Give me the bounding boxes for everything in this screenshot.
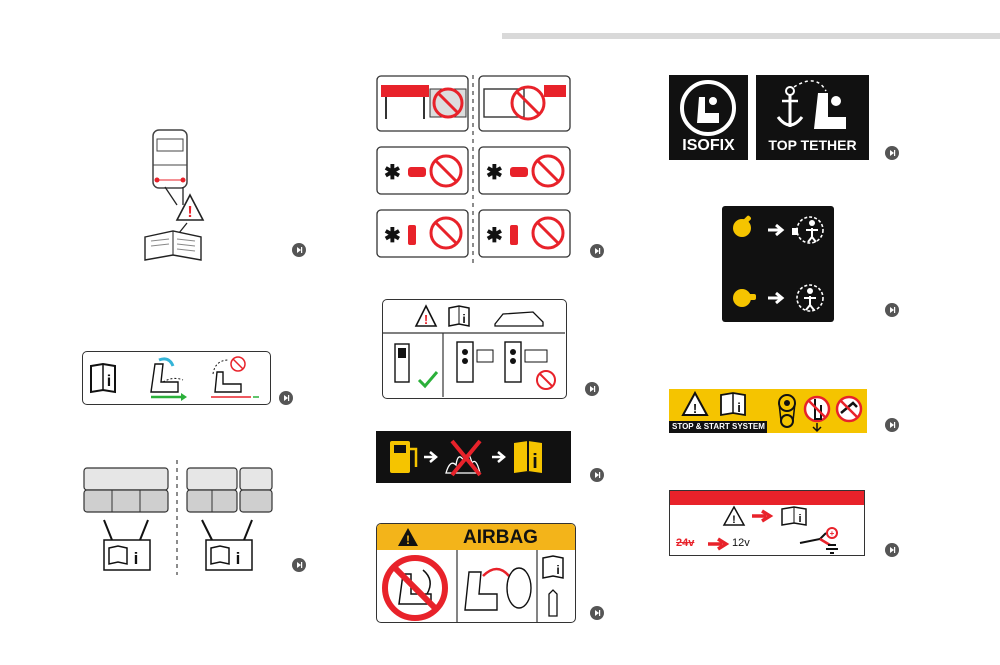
fuel-pump-icon [390, 441, 418, 473]
top-tether-label: TOP TETHER [756, 75, 869, 160]
info-book-icon: i [542, 555, 564, 617]
lock-switch-locked-icon [733, 215, 751, 237]
svg-text:i: i [107, 373, 111, 390]
child-unlocked-icon [796, 284, 824, 312]
arrow-right-icon[interactable] [885, 303, 899, 317]
warning-triangle-icon: ! [398, 528, 418, 547]
arrow-icon [752, 509, 774, 523]
engine-belt-icon [778, 394, 796, 428]
child-seat-icon [680, 80, 736, 136]
arrow-icon [768, 223, 785, 237]
seat-recline-icon [150, 357, 187, 401]
svg-text:!: ! [732, 514, 736, 526]
rear-bench-seats-diagram: i i [83, 460, 273, 575]
info-book-icon: i [720, 392, 746, 417]
arrow-icon [424, 451, 438, 463]
airbag-title: AIRBAG [463, 527, 538, 548]
lock-switch-unlocked-icon [733, 289, 756, 307]
stop-start-label: ! i STOP & START SYSTEM [669, 389, 867, 433]
svg-text:i: i [556, 563, 559, 577]
svg-text:+: + [830, 529, 835, 538]
svg-text:!: ! [406, 533, 410, 547]
info-book-icon: i [448, 305, 470, 327]
arrow-right-icon[interactable] [885, 543, 899, 557]
arrow-icon [768, 291, 785, 305]
car-icon [494, 311, 544, 327]
arrow-right-icon[interactable] [590, 468, 604, 482]
arrow-icon [708, 537, 730, 551]
arrow-right-icon[interactable] [885, 418, 899, 432]
prohibited-icon [536, 370, 556, 390]
svg-text:i: i [462, 312, 465, 326]
stop-start-banner: STOP & START SYSTEM [669, 421, 767, 433]
info-book-icon: i [103, 539, 151, 571]
svg-text:✱: ✱ [384, 162, 401, 184]
voltage-12-text: 12v [732, 537, 750, 549]
arrow-right-icon[interactable] [885, 146, 899, 160]
arrow-right-icon[interactable] [585, 382, 599, 396]
info-book-icon: i [514, 441, 542, 473]
svg-text:✱: ✱ [486, 225, 503, 247]
svg-text:i: i [236, 549, 241, 568]
svg-text:✱: ✱ [384, 225, 401, 247]
voltage-24-text: 24v [676, 537, 695, 549]
arrow-right-icon[interactable] [590, 606, 604, 620]
no-rear-facing-seat-icon [382, 555, 448, 621]
info-book-icon: i [90, 362, 116, 394]
warning-triangle-icon: ! [722, 505, 746, 526]
arrow-right-icon[interactable] [279, 391, 293, 405]
warning-triangle-icon: ! [414, 304, 438, 327]
top-divider-bar [502, 33, 1000, 39]
svg-text:i: i [134, 549, 139, 568]
fuel-warning-label: i [376, 431, 571, 483]
top-tether-text: TOP TETHER [768, 137, 857, 153]
arrow-right-icon[interactable] [590, 244, 604, 258]
anchor-icon [776, 86, 804, 127]
arrow-right-icon[interactable] [292, 243, 306, 257]
info-book-icon: i [205, 539, 253, 571]
svg-text:i: i [798, 513, 801, 525]
child-seat-placement-grid: ✱ ✱ ✱ ✱ [376, 75, 571, 263]
svg-text:!: ! [187, 204, 192, 221]
info-book-icon: i [781, 506, 807, 526]
warning-triangle-icon: ! [681, 390, 709, 416]
stop-start-text: STOP & START SYSTEM [672, 422, 765, 431]
arrow-icon [492, 451, 506, 463]
child-locked-icon [792, 216, 824, 244]
arrow-right-icon[interactable] [292, 558, 306, 572]
airbag-header: ! AIRBAG [377, 524, 575, 550]
child-lock-panel [722, 206, 834, 322]
battery-voltage-label: ! i + 24v 12v [669, 490, 865, 556]
no-flame-icon [445, 439, 482, 477]
svg-text:i: i [532, 451, 538, 473]
airbag-warning-label: ! AIRBAG i [376, 523, 576, 623]
isofix-text: ISOFIX [682, 137, 735, 154]
seat-adjust-label: i [82, 351, 271, 405]
no-hand-icon [803, 395, 831, 433]
airbag-deploy-icon [464, 567, 532, 611]
jumper-cable-icon: + [799, 527, 838, 554]
airbag-switch-panel: ! i [382, 299, 567, 399]
svg-text:✱: ✱ [486, 162, 503, 184]
svg-text:i: i [737, 400, 741, 415]
seat-no-recline-icon [211, 356, 259, 398]
vehicle-warning-diagram: ! [144, 129, 205, 261]
svg-text:!: ! [693, 401, 697, 416]
checkmark-icon [417, 371, 439, 389]
child-seat-icon [814, 93, 846, 129]
svg-text:!: ! [424, 312, 428, 327]
no-tool-icon [835, 395, 863, 423]
battery-header-bar [670, 491, 864, 505]
isofix-label: ISOFIX [669, 75, 748, 160]
